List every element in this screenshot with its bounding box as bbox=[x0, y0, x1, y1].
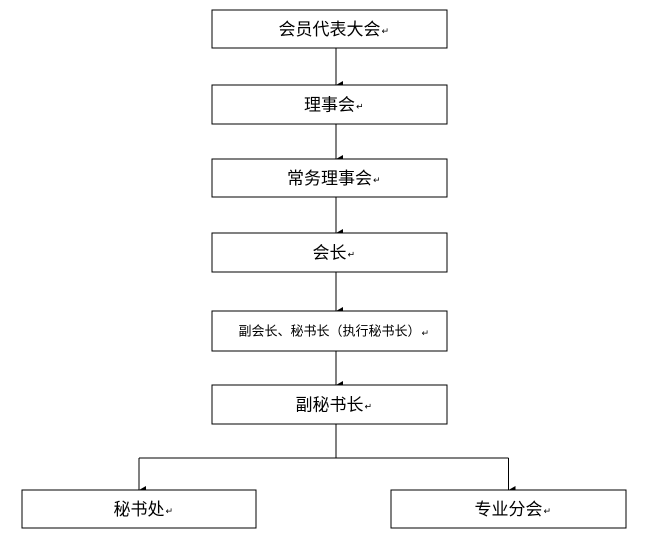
paragraph-mark-icon: ↵ bbox=[348, 251, 356, 261]
paragraph-mark-icon: ↵ bbox=[382, 27, 390, 37]
node-branches: 专业分会↵ bbox=[390, 489, 627, 529]
node-box bbox=[211, 384, 448, 425]
paragraph-mark-icon: ↵ bbox=[356, 103, 364, 113]
node-box bbox=[211, 84, 448, 125]
paragraph-mark-icon: ↵ bbox=[422, 329, 430, 339]
node-vice-president: 副会长、秘书长（执行秘书长）↵ bbox=[211, 310, 448, 352]
paragraph-mark-icon: ↵ bbox=[365, 403, 373, 413]
node-box bbox=[211, 232, 448, 273]
paragraph-mark-icon: ↵ bbox=[373, 176, 381, 186]
node-label: 常务理事会 bbox=[287, 169, 372, 189]
edges bbox=[138, 48, 516, 494]
nodes: 会员代表大会↵理事会↵常务理事会↵会长↵副会长、秘书长（执行秘书长）↵副秘书长↵… bbox=[21, 9, 627, 529]
node-secretariat: 秘书处↵ bbox=[21, 489, 257, 529]
node-congress: 会员代表大会↵ bbox=[211, 9, 448, 49]
node-standing-council: 常务理事会↵ bbox=[211, 158, 448, 198]
node-box bbox=[390, 489, 627, 529]
node-label: 副秘书长 bbox=[296, 396, 364, 416]
node-label: 会员代表大会 bbox=[279, 20, 381, 40]
node-box bbox=[211, 158, 448, 198]
node-deputy-secretary: 副秘书长↵ bbox=[211, 384, 448, 425]
node-president: 会长↵ bbox=[211, 232, 448, 273]
node-label: 秘书处 bbox=[114, 500, 165, 520]
node-council: 理事会↵ bbox=[211, 84, 448, 125]
node-box bbox=[21, 489, 257, 529]
node-box bbox=[211, 310, 448, 352]
node-label: 理事会 bbox=[304, 96, 355, 116]
node-label: 会长 bbox=[313, 244, 347, 264]
node-label: 专业分会 bbox=[475, 500, 543, 520]
node-label: 副会长、秘书长（执行秘书长） bbox=[238, 325, 420, 340]
paragraph-mark-icon: ↵ bbox=[166, 507, 174, 517]
node-box bbox=[211, 9, 448, 49]
paragraph-mark-icon: ↵ bbox=[544, 507, 552, 517]
